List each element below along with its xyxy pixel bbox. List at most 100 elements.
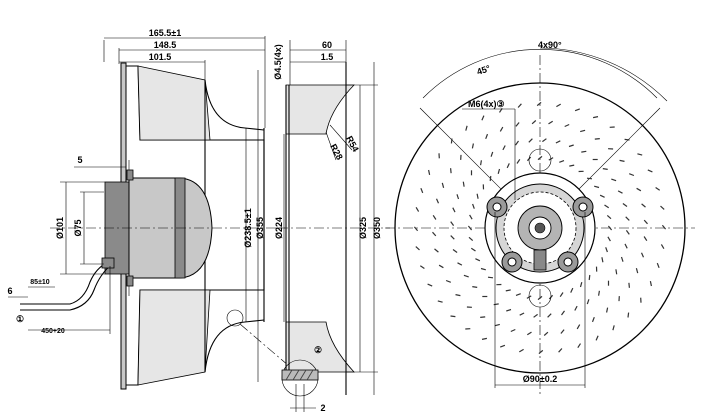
dim-d238-5: Ø238.5±1 [243,208,253,247]
blade-slit [592,116,599,119]
blade-slit [510,328,516,333]
blade-slit [452,249,458,253]
blade-slit [558,348,563,353]
blade-slit [599,194,605,198]
dim-85: 85±10 [30,279,50,286]
blade-slit [420,187,424,194]
cable-gland [101,257,115,269]
blade-slit [413,226,419,232]
blade-slit [595,335,599,341]
blade-slit [526,331,532,336]
lower-blade-area [137,289,211,386]
cable-outlet [533,249,547,271]
blade-slit [586,177,593,180]
dim-148-5: 148.5 [154,40,177,50]
blade-slit [480,316,486,318]
blade-slit [470,247,476,252]
blade-slit [506,163,510,169]
blade-slit [601,257,604,263]
blade-slit [432,231,437,237]
blade-slit [434,248,439,253]
blade-slit [606,307,609,313]
blade-slit [656,262,660,269]
blade-slit [445,279,452,283]
blade-slit [602,168,608,170]
blade-slit [497,168,501,174]
blade-slit [517,103,522,108]
blade-slit [518,348,524,353]
blade-slit [574,305,578,311]
blade-slit [559,292,564,298]
blade-slit [506,308,512,312]
blade-slit [588,274,591,281]
blade-slit [625,230,630,235]
hatch-1 [285,369,293,381]
blade-slit [579,282,583,288]
blade-slit [456,194,460,200]
blade-slit [622,203,628,207]
blade-slit [547,313,552,318]
blade-slit [581,150,587,153]
cable-lower [20,263,113,311]
dim-165-5: 165.5±1 [149,28,181,38]
marker-1: ① [16,314,24,324]
blade-slit [438,264,444,269]
blade-slit [620,256,624,262]
dim-5: 5 [77,155,82,165]
blade-slit [576,324,581,330]
blade-slit [531,120,537,125]
blade-slit [516,158,521,164]
blade-slit [494,323,500,327]
arc-4x90 [539,47,668,102]
blade-slit [515,122,520,127]
dim-r28: R28 [328,142,345,161]
blade-slit [655,186,661,191]
ring-lower [285,321,355,373]
mount-hole-bottom [528,284,552,308]
blade-slit [612,325,615,331]
blade-slit [450,138,453,144]
blade-slit [415,206,420,212]
blade-slit [450,221,455,226]
dim-2: 2 [320,403,325,413]
ring-upper [285,84,355,135]
blade-slit [569,164,575,167]
blade-slit [635,268,639,274]
blade-slit [465,125,468,131]
blade-slit [660,205,665,210]
blade-slit [441,182,445,188]
blade-slit [586,299,590,305]
blade-slits [413,101,667,355]
blade-slit [515,140,519,146]
marker-2: ② [314,345,322,355]
blade-slit [450,235,455,240]
blade-slit [499,344,506,348]
blade-slit [415,246,420,251]
dim-d101: Ø101 [55,217,65,239]
blade-slit [499,126,504,132]
blade-slit [542,138,547,143]
blade-slit [533,313,538,318]
blade-slit [502,145,506,151]
dim-d350: Ø350 [372,217,382,239]
blade-slit [641,203,646,208]
blade-slit [538,349,544,355]
blade-slit [437,300,443,303]
dim-d355: Ø355 [255,217,265,239]
blade-slit [643,219,648,225]
mount-bolt-lr [557,251,579,273]
blade-slit [485,133,489,140]
blade-slit [462,181,465,187]
blade-slit [450,315,456,318]
blade-slit [564,123,570,128]
blade-slit [580,129,586,133]
blade-slit [472,203,475,209]
blade-slit [607,236,611,242]
dim-d90: Ø90±0.2 [523,374,557,384]
blade-slit [624,138,630,141]
dim-angle-4x90: 4x90° [538,40,562,50]
blade-slit [606,214,612,220]
blade-slit [515,293,521,296]
arc-45 [422,49,658,99]
blade-slit [505,289,511,292]
